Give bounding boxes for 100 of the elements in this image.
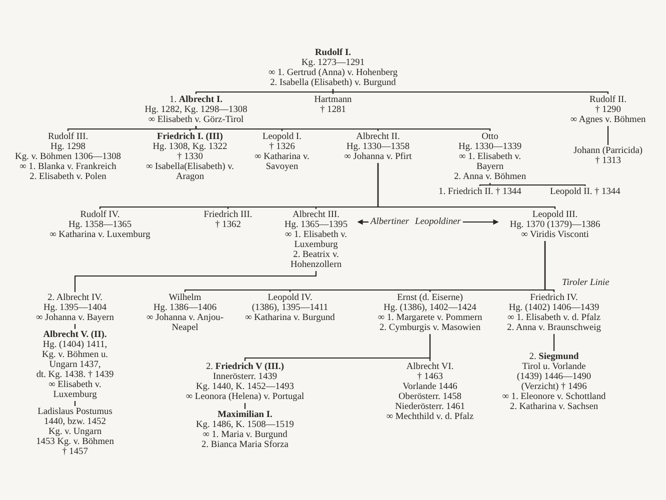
- person-detail: Vorlande 1446: [402, 382, 458, 392]
- person-detail: 2. Cymburgis v. Masowien: [378, 323, 482, 333]
- person-name: Rudolf I.: [314, 48, 352, 58]
- person-detail: ∞ Elisabeth v. Luxemburg: [48, 380, 102, 400]
- person-name: Otto: [480, 132, 500, 142]
- person-detail: (1439) 1446—1490 (Verzicht) † 1496: [516, 372, 592, 392]
- person-name: 2. Friedrich V (III.): [204, 362, 286, 372]
- person-detail: Hg. 1395—1404: [42, 303, 108, 313]
- lineage-line: [332, 89, 609, 94]
- direction-arrow: [462, 219, 499, 225]
- person-name: Rudolf III.: [46, 132, 90, 142]
- person-detail: (1386), 1395—1411: [250, 303, 330, 313]
- person-detail: Innerösterr. 1439: [212, 372, 278, 382]
- person-detail: Hg. (1404) 1411,: [42, 340, 108, 350]
- person-name: Leopold II. † 1344: [550, 187, 620, 197]
- person-detail: Hg. (1386), 1402—1424: [382, 303, 478, 313]
- person-detail: Kg. 1440, K. 1452—1493: [195, 382, 295, 392]
- direction-arrow: [357, 219, 368, 225]
- person-detail: Oberösterr. 1458: [397, 392, 462, 402]
- person-name: Johann (Parricida): [572, 146, 644, 156]
- person-name: Albrecht V. (II).: [42, 330, 108, 340]
- person-detail: ∞ Johanna v. Pfirt: [343, 152, 413, 162]
- person-detail: Hg. 1282, Kg. 1298—1308: [144, 105, 248, 115]
- person-detail: † 1330: [176, 152, 204, 162]
- person-detail: 2. Anna v. Braunschweig: [506, 323, 602, 333]
- person-detail: Hg. 1370 (1379)—1386: [508, 220, 602, 230]
- person-name: Friedrich IV.: [529, 293, 579, 303]
- person-name: 2. Albrecht IV.: [46, 293, 104, 303]
- person-detail: 1440, bzw. 1452: [43, 417, 107, 427]
- person-detail: ∞ Isabella(Elisabeth) v. Aragon: [144, 162, 236, 182]
- person-detail: ∞ 1. Elisabeth v. Luxemburg: [284, 230, 348, 250]
- person-detail: Kg. v. Ungarn: [47, 427, 103, 437]
- person-detail: ∞ Elisabeth v. Görz-Tirol: [147, 115, 245, 125]
- person-detail: ∞ Leonora (Helena) v. Portugal: [184, 392, 306, 402]
- person-detail: ∞ Katharina v. Burgund: [245, 313, 335, 323]
- person-detail: Hg. 1330—1358: [345, 142, 411, 152]
- person-detail: Hg. (1402) 1406—1439: [508, 303, 600, 313]
- lineage-line: [553, 334, 555, 351]
- person-name: Leopold I.: [261, 132, 303, 142]
- person-detail: 2. Isabella (Elisabeth) v. Burgund: [269, 78, 397, 88]
- person-detail: Hg. 1365—1395: [283, 220, 349, 230]
- lineage-line: [195, 126, 491, 132]
- lineage-line: [74, 401, 76, 406]
- person-name: Leopold III.: [531, 210, 579, 220]
- lineage-label: Leopoldiner: [415, 217, 461, 227]
- lineage-line: [74, 271, 317, 292]
- lineage-line: [74, 324, 76, 329]
- person-name: Rudolf II.: [588, 95, 628, 105]
- person-detail: dt. Kg. 1438. † 1439: [35, 370, 115, 380]
- person-detail: 2. Bianca Maria Sforza: [200, 440, 290, 450]
- lineage-line: [377, 163, 556, 210]
- person-detail: Niederösterr. 1461: [394, 402, 466, 412]
- person-detail: Hg. 1330—1339: [457, 142, 523, 152]
- person-detail: 2. Elisabeth v. Polen: [28, 172, 108, 182]
- person-detail: † 1281: [319, 105, 347, 115]
- person-name: Albrecht III.: [292, 210, 340, 220]
- person-detail: Hg. 1298: [50, 142, 86, 152]
- person-name: 2. Siegmund: [528, 352, 579, 362]
- person-name: Ernst (d. Eiserne): [396, 293, 464, 303]
- person-detail: ∞ Johanna v. Bayern: [35, 313, 115, 323]
- person-name: 1. Friedrich II. † 1344: [438, 187, 522, 197]
- person-detail: Hg. 1358—1365: [67, 220, 133, 230]
- person-name: Albrecht II.: [355, 132, 401, 142]
- person-detail: 2. Katharina v. Sachsen: [508, 402, 600, 412]
- person-name: Friedrich III.: [202, 210, 254, 220]
- person-detail: ∞ 1. Elisabeth v. d. Pfalz: [506, 313, 602, 323]
- lineage-label: Albertiner: [370, 217, 410, 227]
- person-detail: ∞ Viridis Visconti: [520, 230, 590, 240]
- person-detail: Kg. 1486, K. 1508—1519: [195, 420, 295, 430]
- person-detail: 2. Anna v. Böhmen: [452, 172, 528, 182]
- person-detail: ∞ 1. Elisabeth v. Bayern: [458, 152, 522, 172]
- person-detail: ∞ 1. Blanka v. Frankreich: [18, 162, 118, 172]
- lineage-line: [607, 126, 609, 145]
- person-name: Ladislaus Postumus: [36, 407, 114, 417]
- person-detail: Kg. v. Böhmen 1306—1308: [14, 152, 122, 162]
- lineage-line: [195, 89, 334, 94]
- lineage-line: [429, 334, 431, 361]
- lineage-line: [244, 403, 246, 409]
- person-detail: ∞ 1. Margarete v. Pommern: [377, 313, 483, 323]
- person-name: Leopold IV.: [266, 293, 314, 303]
- person-name: Maximilian I.: [216, 410, 274, 420]
- person-detail: Tirol u. Vorlande: [521, 362, 587, 372]
- person-detail: † 1362: [214, 220, 242, 230]
- person-detail: † 1463: [416, 372, 444, 382]
- person-name: Friedrich I. (III): [156, 132, 224, 142]
- person-detail: ∞ Katharina v. Luxemburg: [48, 230, 152, 240]
- line-label: Tiroler Linie: [562, 278, 610, 288]
- person-detail: † 1313: [594, 156, 622, 166]
- person-name: Albrecht VI.: [405, 362, 455, 372]
- person-detail: ∞ 1. Eleonore v. Schottland: [501, 392, 607, 402]
- person-detail: ∞ Johanna v. Anjou-Neapel: [146, 313, 224, 333]
- person-detail: Kg. 1273—1291: [300, 58, 366, 68]
- person-detail: † 1290: [594, 105, 622, 115]
- person-detail: ∞ Mechthild v. d. Pfalz: [385, 412, 475, 422]
- person-detail: ∞ Agnes v. Böhmen: [569, 115, 647, 125]
- person-detail: Hg. 1386—1406: [152, 303, 218, 313]
- lineage-line: [189, 126, 197, 131]
- person-name: 1. Albrecht I.: [168, 95, 224, 105]
- lineage-line: [544, 241, 555, 292]
- person-name: Rudolf IV.: [79, 210, 121, 220]
